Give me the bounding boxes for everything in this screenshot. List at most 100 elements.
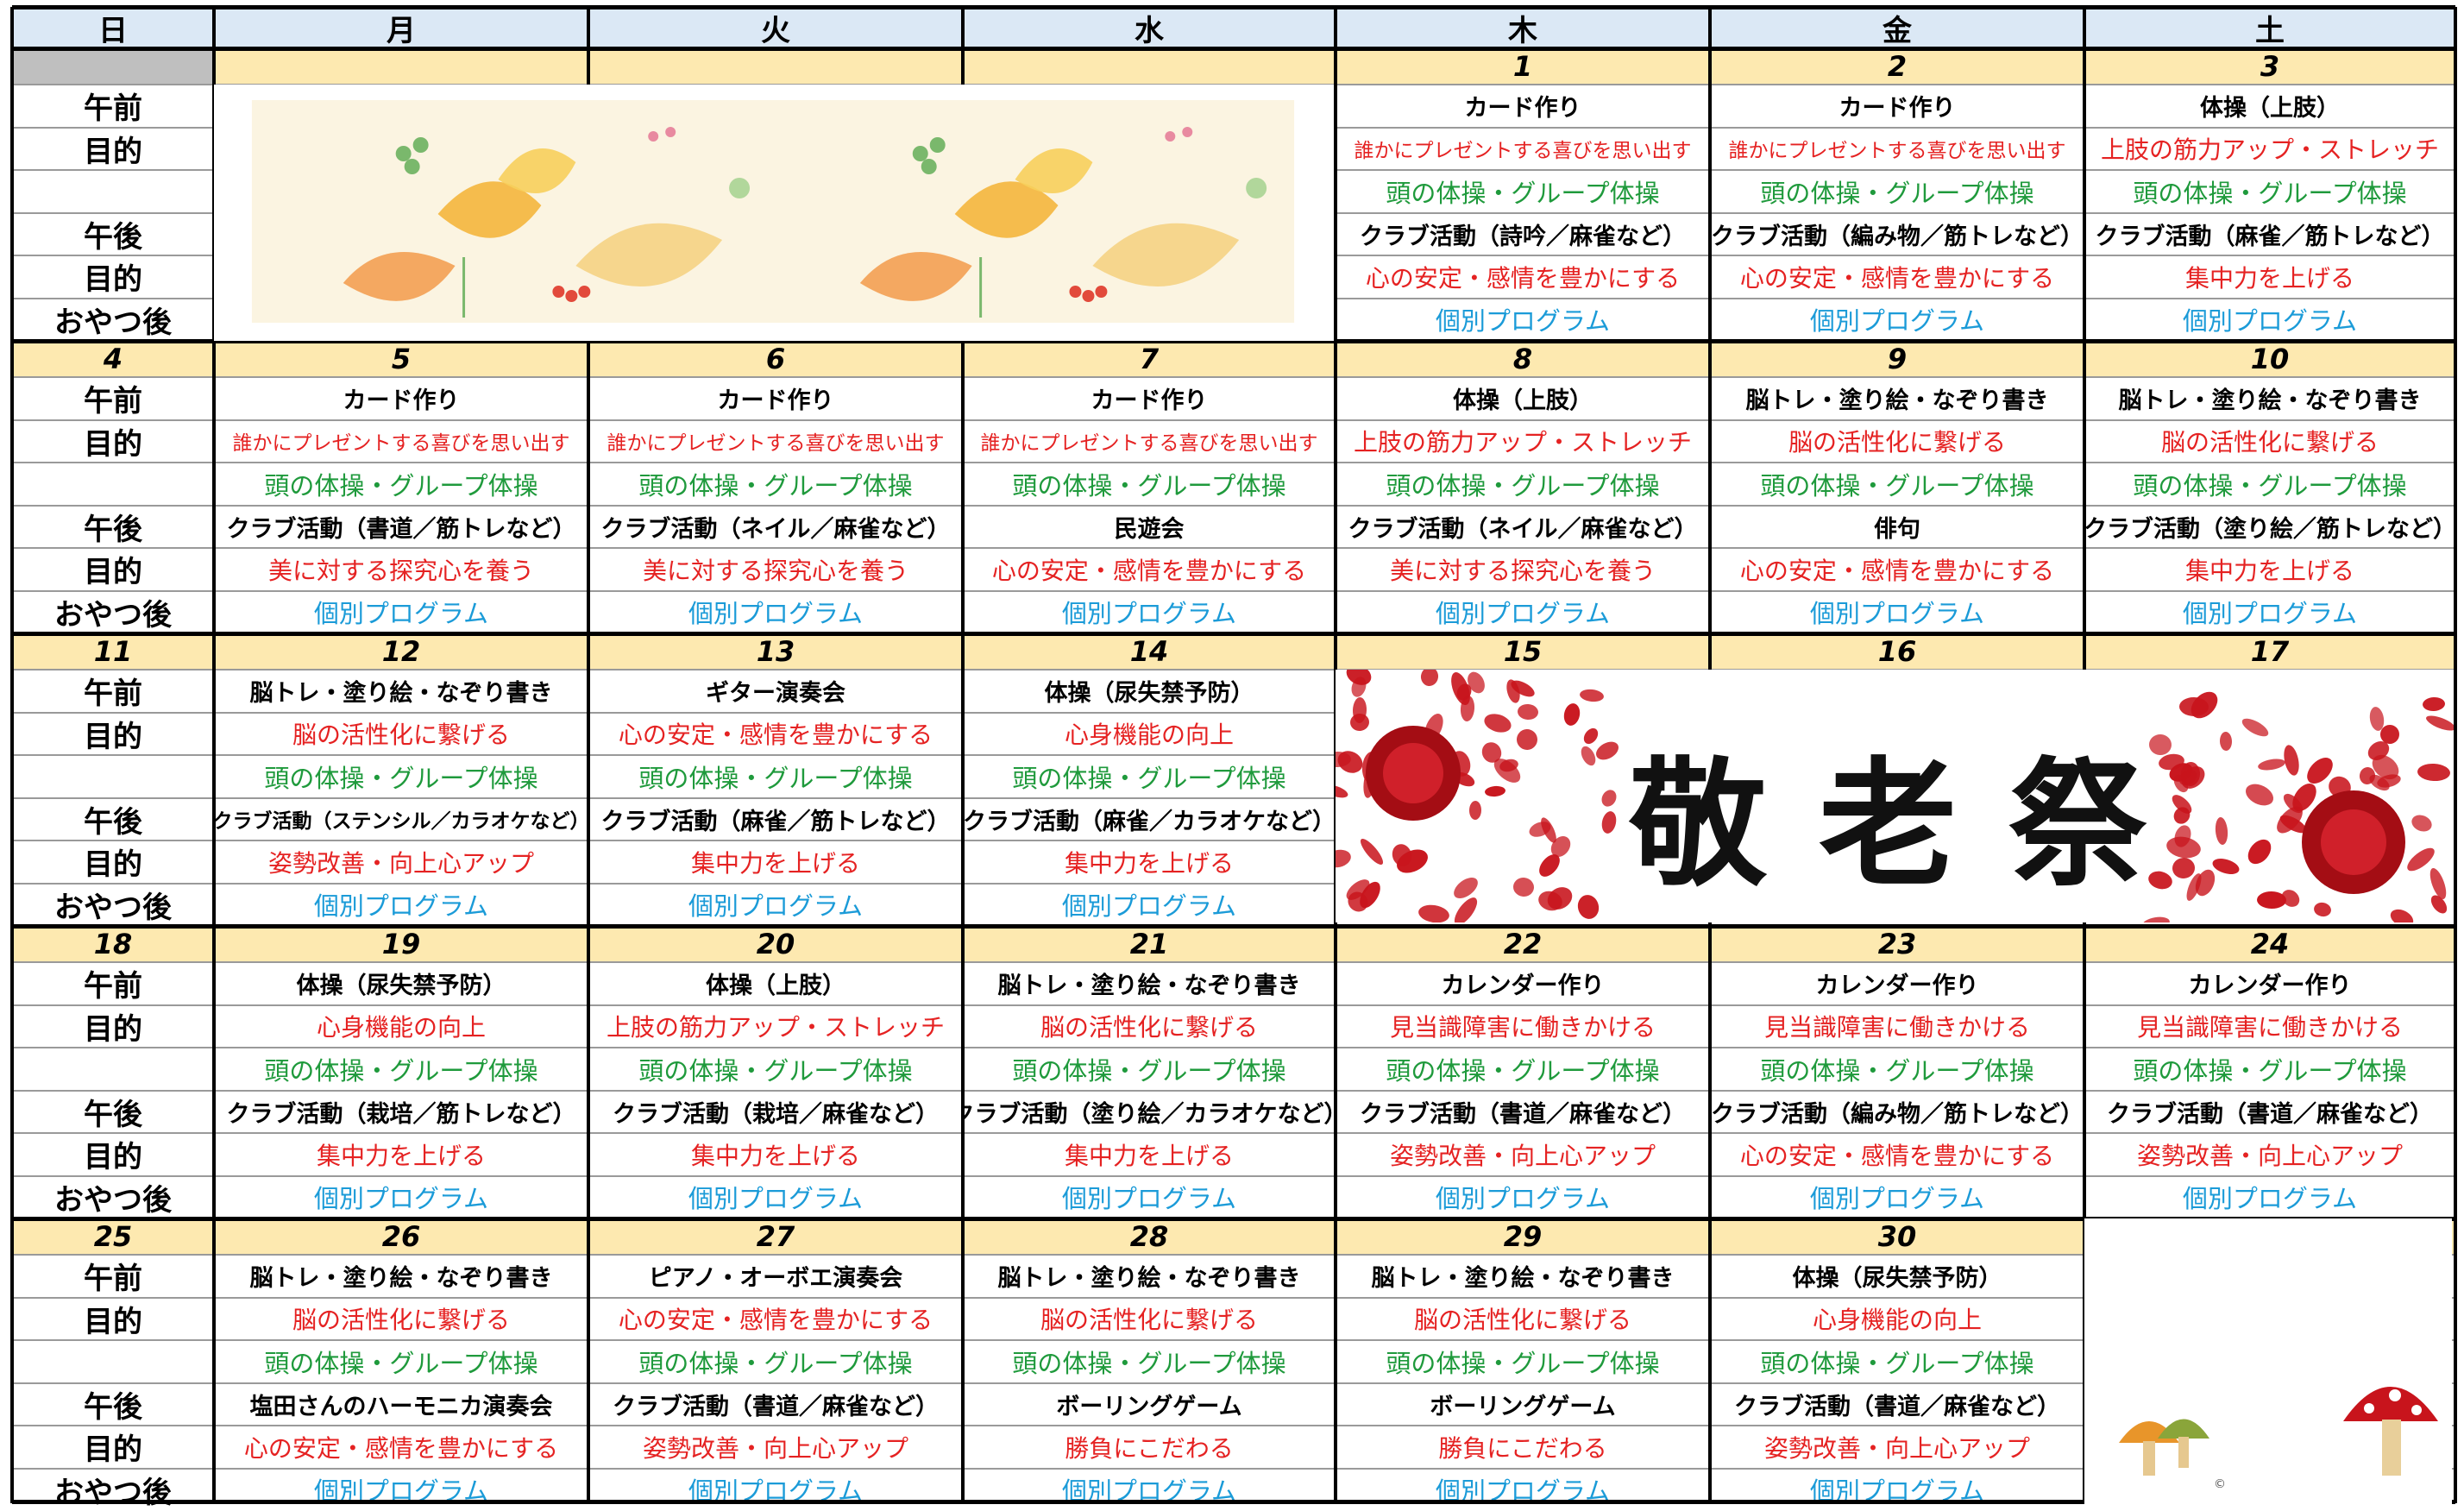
row-label: 目的 xyxy=(12,840,214,884)
activity-goal1: 心身機能の向上 xyxy=(963,713,1336,756)
row-label xyxy=(12,463,214,506)
activity-goal1: 見当識障害に働きかける xyxy=(1710,1005,2084,1048)
weekday-header: 土 xyxy=(2084,7,2455,48)
activity-goal1: 誰かにプレゼントする喜びを思い出す xyxy=(963,420,1336,463)
date-cell: 9 xyxy=(1710,341,2084,377)
activity-ind: 個別プログラム xyxy=(1336,1176,1710,1219)
activity-pm: クラブ活動（書道／麻雀など） xyxy=(2084,1091,2455,1134)
activity-ex: 頭の体操・グループ体操 xyxy=(2084,463,2455,506)
activity-ind: 個別プログラム xyxy=(963,1469,1336,1511)
activity-pm: 塩田さんのハーモニカ演奏会 xyxy=(214,1383,588,1426)
activity-goal1: 心の安定・感情を豊かにする xyxy=(588,1298,963,1341)
activity-ex: 頭の体操・グループ体操 xyxy=(963,1048,1336,1091)
autumn-leaves-icon xyxy=(214,85,1334,341)
row-label: 目的 xyxy=(12,1426,214,1469)
activity-am: カード作り xyxy=(963,377,1336,420)
activity-pm: クラブ活動（ステンシル／カラオケなど） xyxy=(214,798,588,841)
row-label: 午前 xyxy=(12,377,214,420)
date-cell: 29 xyxy=(1336,1218,1710,1255)
activity-ind: 個別プログラム xyxy=(2084,299,2455,342)
activity-pm: クラブ活動（書道／筋トレなど） xyxy=(214,506,588,549)
activity-pm: クラブ活動（編み物／筋トレなど） xyxy=(1710,213,2084,256)
row-label: 目的 xyxy=(12,420,214,463)
event-title: 敬老祭 xyxy=(1629,713,2198,913)
row-label: 午前 xyxy=(12,670,214,713)
activity-ex: 頭の体操・グループ体操 xyxy=(214,1340,588,1383)
row-label xyxy=(12,755,214,798)
activity-ind: 個別プログラム xyxy=(1336,299,1710,342)
activity-goal2: 姿勢改善・向上心アップ xyxy=(1336,1133,1710,1176)
date-cell: 13 xyxy=(588,633,963,670)
activity-ind: 個別プログラム xyxy=(1336,591,1710,634)
grid-line xyxy=(12,632,2455,636)
activity-ex: 頭の体操・グループ体操 xyxy=(214,755,588,798)
activity-pm: クラブ活動（編み物／筋トレなど） xyxy=(1710,1091,2084,1134)
activity-am: 体操（尿失禁予防） xyxy=(963,670,1336,713)
activity-pm: クラブ活動（書道／麻雀など） xyxy=(1336,1091,1710,1134)
activity-goal1: 脳の活性化に繋げる xyxy=(1710,420,2084,463)
date-cell: 8 xyxy=(1336,341,1710,377)
activity-ex: 頭の体操・グループ体操 xyxy=(1710,170,2084,213)
activity-pm: クラブ活動（詩吟／麻雀など） xyxy=(1336,213,1710,256)
date-cell: 1 xyxy=(1336,48,1710,85)
activity-goal2: 集中力を上げる xyxy=(588,1133,963,1176)
activity-goal1: 上肢の筋力アップ・ストレッチ xyxy=(2084,128,2455,171)
row-label: 目的 xyxy=(12,128,214,171)
activity-goal2: 集中力を上げる xyxy=(588,840,963,884)
row-label: 午前 xyxy=(12,85,214,128)
grid-line xyxy=(12,505,2455,507)
activity-pm: クラブ活動（ネイル／麻雀など） xyxy=(1336,506,1710,549)
date-cell: 21 xyxy=(963,926,1336,962)
grid-line xyxy=(12,1090,2455,1092)
row-label xyxy=(12,170,214,213)
activity-am: カード作り xyxy=(214,377,588,420)
grid-line xyxy=(12,462,2455,463)
grid-line xyxy=(12,1175,2455,1177)
row-label xyxy=(12,1048,214,1091)
activity-goal2: 姿勢改善・向上心アップ xyxy=(588,1426,963,1469)
activity-am: カード作り xyxy=(1336,85,1710,128)
activity-goal1: 心の安定・感情を豊かにする xyxy=(588,713,963,756)
activity-ex: 頭の体操・グループ体操 xyxy=(1710,463,2084,506)
grid-line xyxy=(12,376,2455,378)
activity-am: 脳トレ・塗り絵・なぞり書き xyxy=(214,670,588,713)
date-cell: 7 xyxy=(963,341,1336,377)
activity-goal2: 姿勢改善・向上心アップ xyxy=(1710,1426,2084,1469)
activity-am: ギター演奏会 xyxy=(588,670,963,713)
grid-line xyxy=(12,1047,2455,1048)
date-cell: 19 xyxy=(214,926,588,962)
date-cell: 16 xyxy=(1710,633,2084,670)
activity-goal1: 脳の活性化に繋げる xyxy=(214,1298,588,1341)
activity-ind: 個別プログラム xyxy=(1710,1469,2084,1511)
row-label: 午前 xyxy=(12,1255,214,1298)
activity-goal1: 上肢の筋力アップ・ストレッチ xyxy=(588,1005,963,1048)
row-label: おやつ後 xyxy=(12,299,214,342)
activity-goal2: 集中力を上げる xyxy=(963,840,1336,884)
activity-goal1: 誰かにプレゼントする喜びを思い出す xyxy=(1710,128,2084,171)
activity-am: カード作り xyxy=(1710,85,2084,128)
activity-pm: クラブ活動（塗り絵／筋トレなど） xyxy=(2084,506,2455,549)
activity-ind: 個別プログラム xyxy=(2084,1176,2455,1219)
activity-ind: 個別プログラム xyxy=(214,884,588,927)
activity-ex: 頭の体操・グループ体操 xyxy=(588,463,963,506)
activity-goal1: 心身機能の向上 xyxy=(1710,1298,2084,1341)
activity-goal2: 心の安定・感情を豊かにする xyxy=(1336,255,1710,299)
activity-ind: 個別プログラム xyxy=(963,1176,1336,1219)
activity-pm: クラブ活動（麻雀／筋トレなど） xyxy=(2084,213,2455,256)
activity-pm: クラブ活動（栽培／麻雀など） xyxy=(588,1091,963,1134)
activity-goal2: 集中力を上げる xyxy=(214,1133,588,1176)
activity-ex: 頭の体操・グループ体操 xyxy=(963,463,1336,506)
activity-am: 脳トレ・塗り絵・なぞり書き xyxy=(214,1255,588,1298)
activity-pm: クラブ活動（塗り絵／カラオケなど） xyxy=(963,1091,1336,1134)
activity-ind: 個別プログラム xyxy=(1336,1469,1710,1511)
activity-goal2: 姿勢改善・向上心アップ xyxy=(214,840,588,884)
activity-am: ピアノ・オーボエ演奏会 xyxy=(588,1255,963,1298)
activity-am: 体操（上肢） xyxy=(1336,377,1710,420)
activity-ind: 個別プログラム xyxy=(588,591,963,634)
activity-ind: 個別プログラム xyxy=(963,884,1336,927)
activity-ind: 個別プログラム xyxy=(2084,591,2455,634)
activity-am: 体操（上肢） xyxy=(588,962,963,1005)
activity-pm: クラブ活動（栽培／筋トレなど） xyxy=(214,1091,588,1134)
activity-pm: 民遊会 xyxy=(963,506,1336,549)
